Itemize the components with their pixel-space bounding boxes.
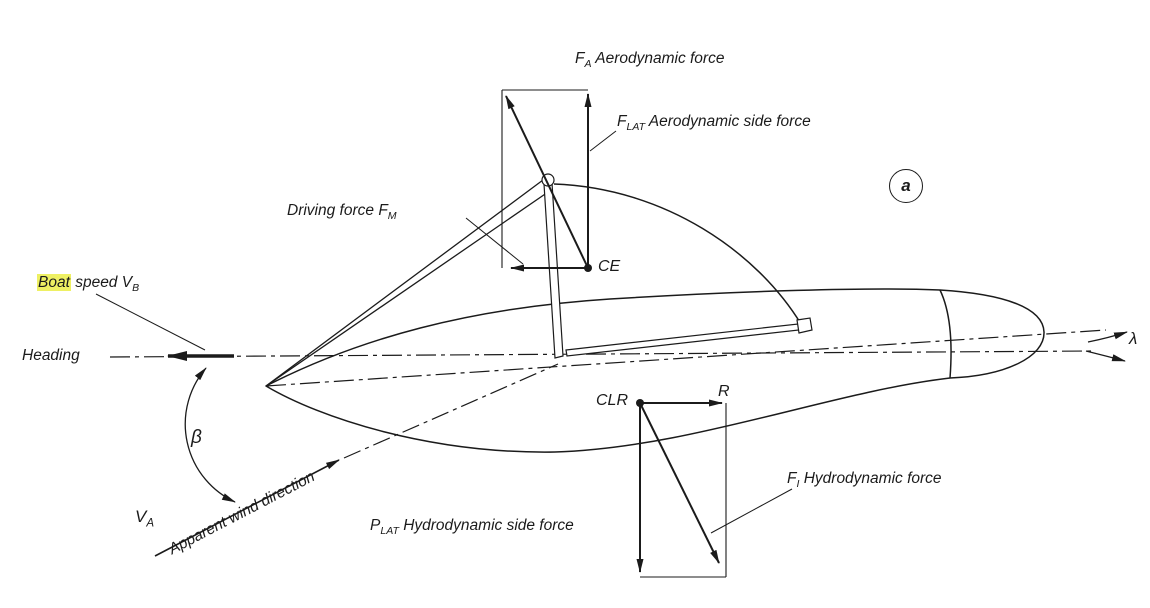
total-aero-force-arrow [505, 95, 589, 269]
apparent-wind-arrow [154, 459, 340, 557]
hull-outline [265, 288, 1045, 453]
boat-speed-leader [95, 293, 206, 351]
label-lambda: λ [1129, 329, 1138, 349]
label-text: Hydrodynamic force [799, 470, 942, 487]
label-text: λ [1129, 329, 1138, 348]
label-text: F [617, 113, 627, 130]
label-text: Aerodynamic force [591, 50, 725, 67]
label-hydrodynamic-side-force: PLAT Hydrodynamic side force [370, 517, 574, 538]
label-boat-speed: Boat speed VB [37, 274, 139, 295]
label-subscript: M [387, 210, 397, 223]
label-aerodynamic-side-force: FLAT Aerodynamic side force [617, 113, 811, 134]
total-hydro-force-arrow [639, 402, 720, 564]
leader-lines [95, 130, 793, 534]
label-driving-force: Driving force FM [287, 202, 397, 223]
mast [541, 173, 564, 359]
aero-side-force-leader [589, 130, 617, 152]
beta-angle-arc [184, 367, 236, 503]
label-hydrodynamic-force: FI Hydrodynamic force [787, 470, 942, 491]
label-text: F [378, 202, 388, 219]
label-text: a [901, 176, 911, 195]
label-text: V [135, 507, 147, 526]
label-text: R [718, 383, 730, 400]
label-subscript: LAT [380, 525, 399, 538]
label-text: Aerodynamic side force [645, 113, 811, 130]
label-text: speed [70, 274, 122, 291]
apparent-wind-extension [343, 363, 559, 459]
transom-line [939, 289, 952, 379]
label-beta: β [191, 427, 202, 449]
aero-force-arrows [505, 93, 592, 272]
label-text: Heading [22, 347, 80, 364]
label-text: P [370, 517, 381, 534]
label-subscript: A [146, 517, 155, 530]
boat-centerline [265, 329, 1107, 387]
label-text: V [121, 274, 133, 291]
label-subscript: A [584, 58, 592, 71]
label-text: Hydrodynamic side force [398, 517, 574, 534]
heading-centerline [109, 350, 1097, 358]
label-subscript: LAT [626, 121, 646, 134]
sail-leech [553, 183, 802, 325]
label-clr: CLR [596, 392, 628, 410]
hydro-force-parallelogram [640, 403, 727, 578]
driving-force-leader [465, 217, 524, 265]
clr-point [636, 399, 644, 407]
boom-end-fitting [796, 317, 813, 334]
hydro-force-arrows [636, 399, 723, 573]
highlighted-text: Boat [37, 274, 71, 291]
aero-force-parallelogram [501, 89, 588, 268]
label-text: β [191, 427, 202, 448]
label-text: CE [598, 258, 621, 275]
boom [565, 317, 813, 357]
label-resistance: R [718, 383, 730, 401]
label-subscript: I [796, 478, 800, 491]
label-va: VA [135, 507, 155, 530]
panel-marker-a: a [889, 169, 923, 203]
label-heading: Heading [22, 347, 80, 364]
label-text: F [575, 50, 585, 67]
forestay-lines [265, 179, 552, 387]
ce-point [584, 264, 592, 272]
label-subscript: B [132, 282, 140, 295]
lambda-angle-ticks [1085, 331, 1128, 362]
hydro-force-leader [710, 488, 793, 534]
label-text: CLR [596, 392, 629, 409]
label-text: F [787, 470, 797, 487]
label-text: Driving force [287, 202, 379, 219]
label-aerodynamic-force: FA Aerodynamic force [575, 50, 724, 71]
label-ce: CE [598, 258, 620, 276]
